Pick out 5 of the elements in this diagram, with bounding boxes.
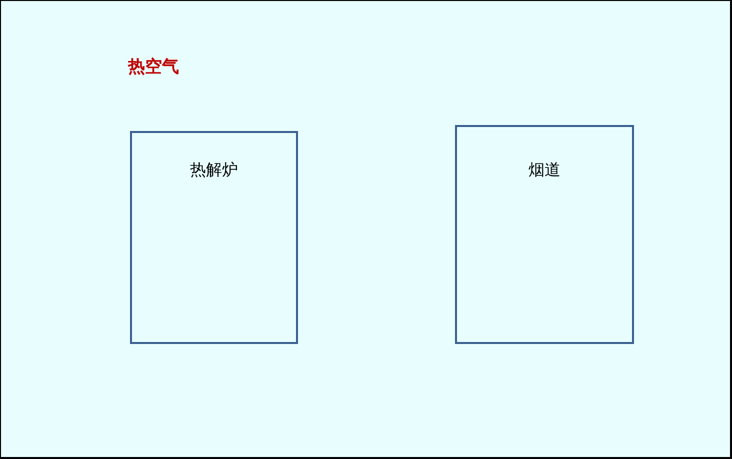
- box-title: 热解炉: [190, 160, 238, 180]
- process-box: [130, 131, 298, 344]
- box-title: 烟道: [528, 160, 560, 180]
- process-box: [455, 125, 634, 344]
- heading-label: 热空气: [128, 57, 179, 77]
